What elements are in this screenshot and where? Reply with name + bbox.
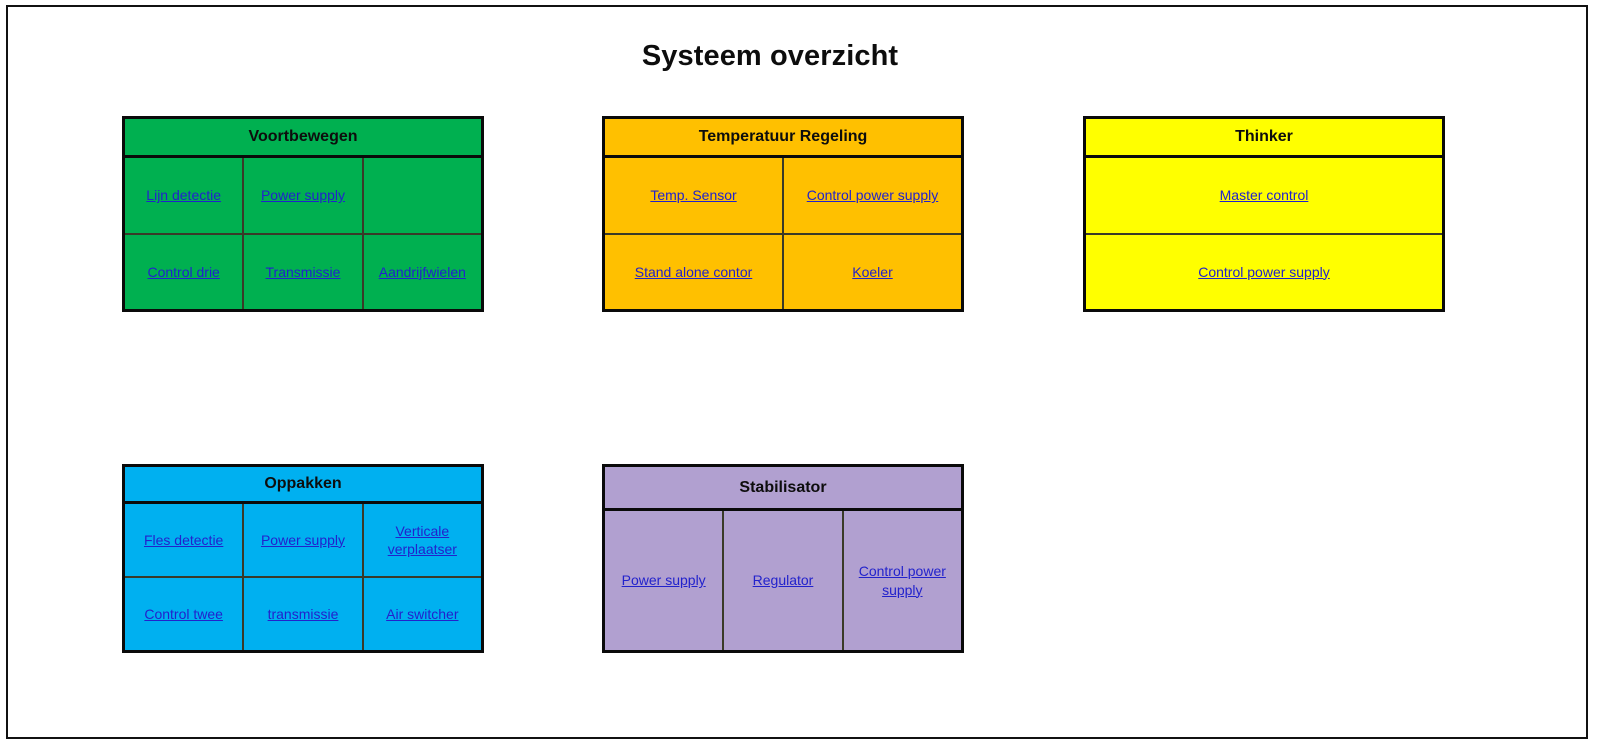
block-temperatuur-regeling: Temperatuur Regeling Temp. Sensor Contro… xyxy=(602,116,964,312)
table-row: Control twee transmissie Air switcher xyxy=(125,576,481,650)
link-air-switcher[interactable]: Air switcher xyxy=(386,605,459,622)
cell-control-power-supply[interactable]: Control power supply xyxy=(1086,235,1442,310)
link-power-supply[interactable]: Power supply xyxy=(260,187,346,204)
link-temp-sensor[interactable]: Temp. Sensor xyxy=(650,187,737,204)
cell-power-supply[interactable]: Power supply xyxy=(242,504,361,576)
cell-empty xyxy=(361,158,481,233)
cell-temp-sensor[interactable]: Temp. Sensor xyxy=(605,158,782,233)
block-temperatuur-regeling-body: Temp. Sensor Control power supply Stand … xyxy=(605,158,961,309)
cell-power-supply[interactable]: Power supply xyxy=(605,511,722,650)
link-fles-detectie[interactable]: Fles detectie xyxy=(143,531,224,548)
block-voortbewegen-title: Voortbewegen xyxy=(125,119,481,158)
cell-control-power-supply[interactable]: Control power supply xyxy=(782,158,961,233)
table-row: Control drie Transmissie Aandrijfwielen xyxy=(125,232,481,310)
link-stand-alone-contor[interactable]: Stand alone contor xyxy=(634,263,753,280)
block-voortbewegen-body: Lijn detectie Power supply Control drie … xyxy=(125,158,481,309)
cell-control-twee[interactable]: Control twee xyxy=(125,578,242,650)
cell-master-control[interactable]: Master control xyxy=(1086,158,1442,233)
cell-transmissie[interactable]: Transmissie xyxy=(242,234,361,309)
cell-stand-alone-contor[interactable]: Stand alone contor xyxy=(605,235,782,310)
block-voortbewegen: Voortbewegen Lijn detectie Power supply … xyxy=(122,116,484,312)
link-control-twee[interactable]: Control twee xyxy=(144,605,223,622)
block-stabilisator: Stabilisator Power supply Regulator Cont… xyxy=(602,464,964,653)
table-row: Power supply Regulator Control power sup… xyxy=(605,511,961,650)
cell-koeler[interactable]: Koeler xyxy=(782,234,961,309)
block-thinker-title: Thinker xyxy=(1086,119,1442,158)
link-verticale-verplaatser[interactable]: Verticale verplaatser xyxy=(387,522,457,557)
link-regulator[interactable]: Regulator xyxy=(752,572,814,589)
link-power-supply[interactable]: Power supply xyxy=(621,572,706,589)
block-stabilisator-title: Stabilisator xyxy=(605,467,961,511)
cell-transmissie[interactable]: transmissie xyxy=(242,578,361,650)
table-row: Temp. Sensor Control power supply xyxy=(605,158,961,233)
block-stabilisator-body: Power supply Regulator Control power sup… xyxy=(605,511,961,650)
table-row: Fles detectie Power supply Verticale ver… xyxy=(125,504,481,576)
cell-regulator[interactable]: Regulator xyxy=(722,511,841,650)
table-row: Lijn detectie Power supply xyxy=(125,158,481,233)
link-koeler[interactable]: Koeler xyxy=(852,263,893,280)
block-thinker: Thinker Master control Control power sup… xyxy=(1083,116,1445,312)
block-oppakken-body: Fles detectie Power supply Verticale ver… xyxy=(125,504,481,650)
table-row: Control power supply xyxy=(1086,232,1442,310)
block-thinker-body: Master control Control power supply xyxy=(1086,158,1442,309)
link-control-power-supply[interactable]: Control power supply xyxy=(858,563,946,598)
page-title: Systeem overzicht xyxy=(641,40,899,72)
link-transmissie[interactable]: transmissie xyxy=(267,605,339,622)
block-oppakken-title: Oppakken xyxy=(125,467,481,504)
link-power-supply[interactable]: Power supply xyxy=(260,531,346,548)
link-control-power-supply[interactable]: Control power supply xyxy=(806,187,939,204)
cell-control-drie[interactable]: Control drie xyxy=(125,235,242,310)
cell-control-power-supply[interactable]: Control power supply xyxy=(841,511,961,650)
link-master-control[interactable]: Master control xyxy=(1219,187,1309,204)
block-oppakken: Oppakken Fles detectie Power supply Vert… xyxy=(122,464,484,653)
cell-verticale-verplaatser[interactable]: Verticale verplaatser xyxy=(361,504,481,576)
link-control-power-supply[interactable]: Control power supply xyxy=(1198,263,1330,280)
cell-fles-detectie[interactable]: Fles detectie xyxy=(125,504,242,576)
link-lijn-detectie[interactable]: Lijn detectie xyxy=(146,187,222,204)
block-temperatuur-regeling-title: Temperatuur Regeling xyxy=(605,119,961,158)
link-control-drie[interactable]: Control drie xyxy=(147,263,220,280)
table-row: Stand alone contor Koeler xyxy=(605,232,961,310)
table-row: Master control xyxy=(1086,158,1442,233)
cell-lijn-detectie[interactable]: Lijn detectie xyxy=(125,158,242,233)
cell-air-switcher[interactable]: Air switcher xyxy=(361,578,481,650)
cell-power-supply[interactable]: Power supply xyxy=(242,158,361,233)
link-aandrijfwielen[interactable]: Aandrijfwielen xyxy=(378,263,466,280)
cell-aandrijfwielen[interactable]: Aandrijfwielen xyxy=(361,234,481,309)
link-transmissie[interactable]: Transmissie xyxy=(265,263,341,280)
